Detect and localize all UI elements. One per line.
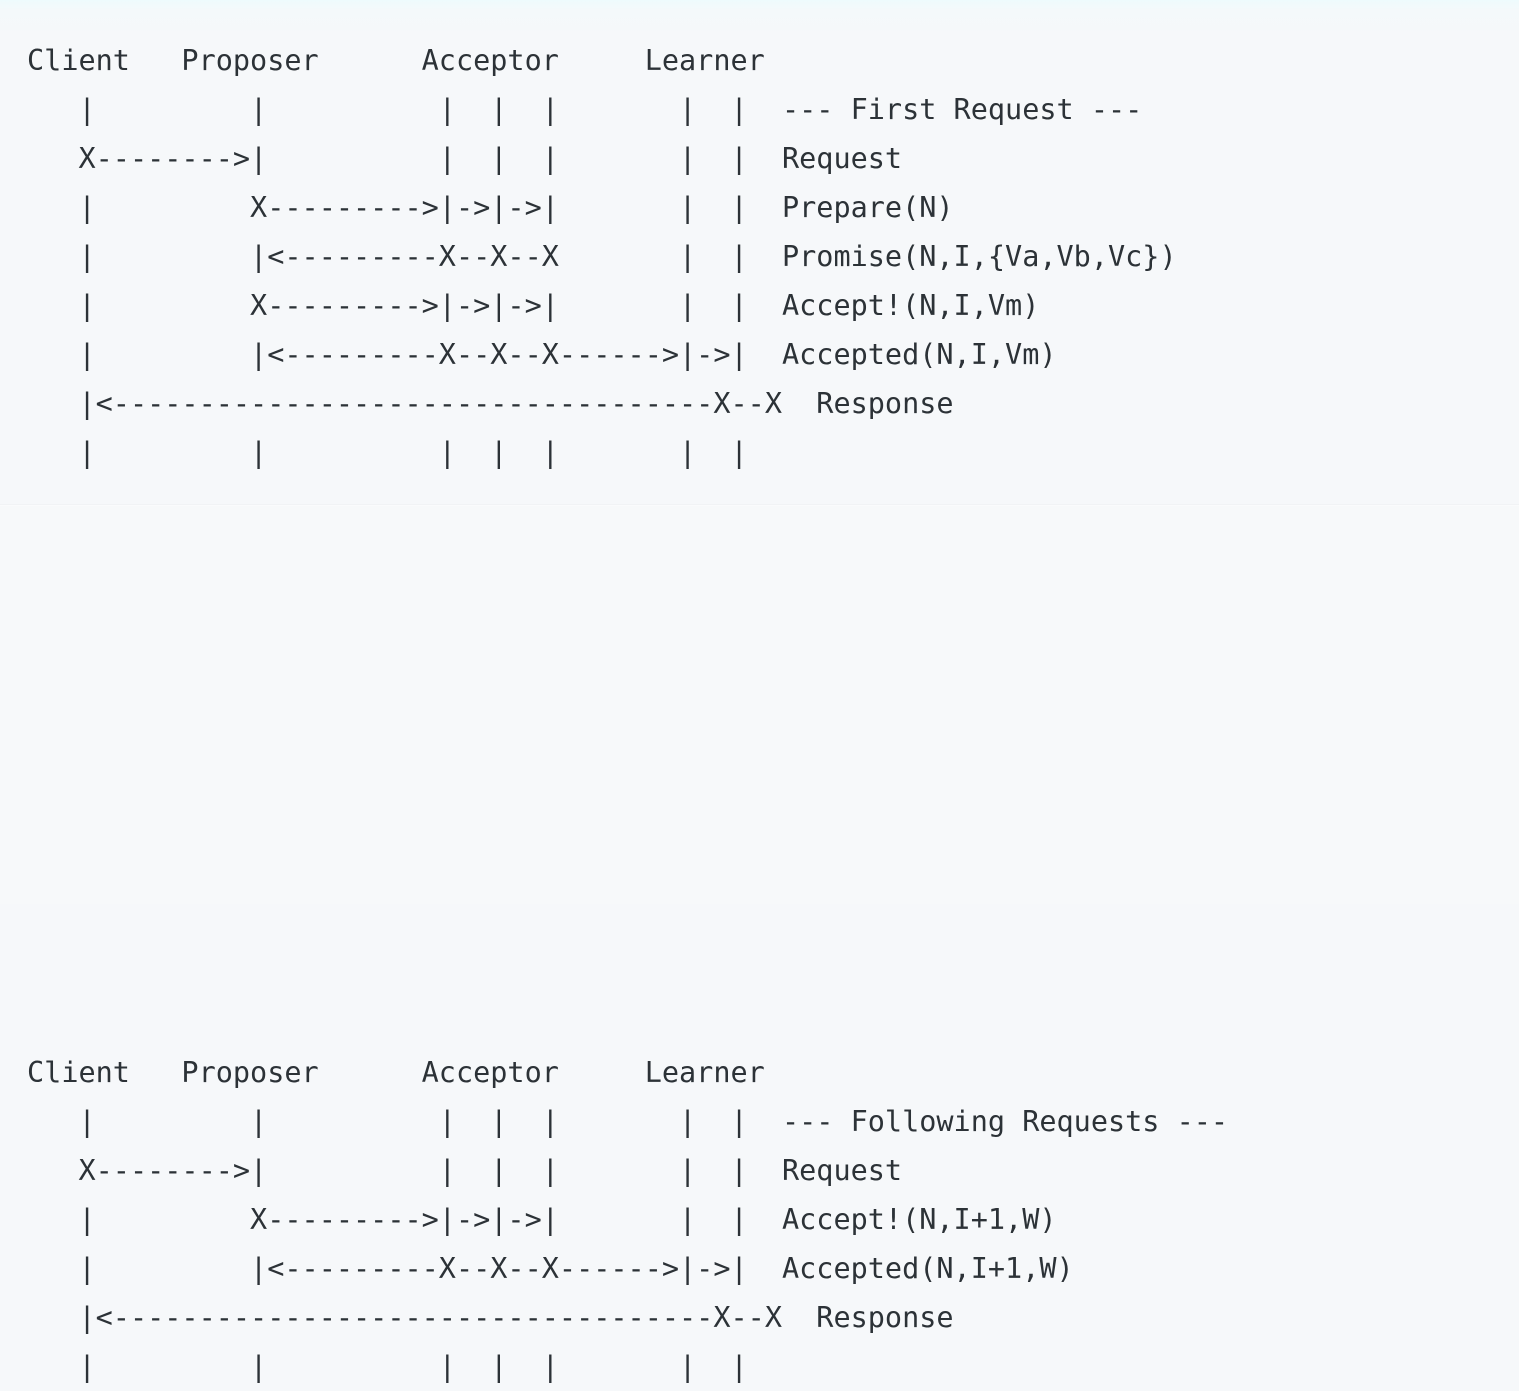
ascii-diagram-following-requests: Client Proposer Acceptor Learner | | | |… (27, 1056, 1229, 1383)
ascii-diagram-first-request: Client Proposer Acceptor Learner | | | |… (27, 44, 1177, 469)
panel-first-request: Client Proposer Acceptor Learner | | | |… (0, 0, 1519, 505)
panel-following-requests: Client Proposer Acceptor Learner | | | |… (0, 506, 1519, 1383)
panel-divider (0, 504, 1519, 506)
